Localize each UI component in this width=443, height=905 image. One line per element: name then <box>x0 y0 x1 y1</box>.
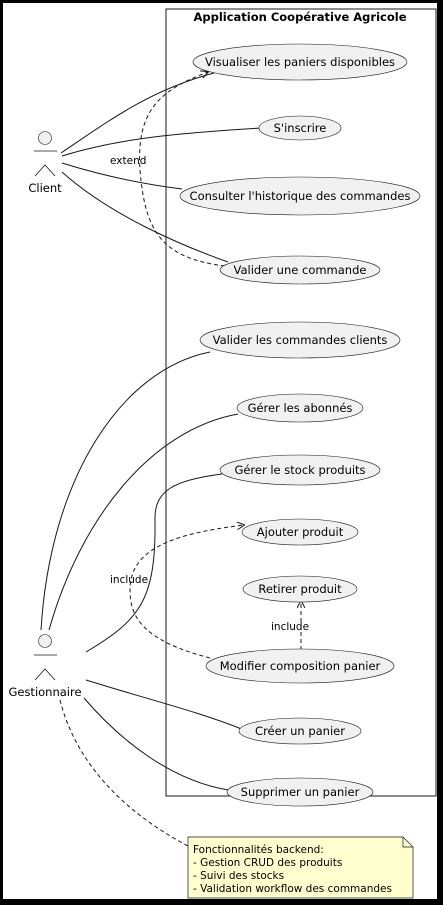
use-case-retirer: Retirer produit <box>242 575 358 603</box>
use-case-abonnes: Gérer les abonnés <box>236 393 364 423</box>
assoc-gest-stock <box>85 473 223 653</box>
assoc-client-valider <box>61 171 229 263</box>
assoc-gest-creer <box>85 679 245 731</box>
use-case-ajouter: Ajouter produit <box>241 518 359 546</box>
use-case-supprimer: Supprimer un panier <box>226 777 374 807</box>
include-ajouter-arrow <box>129 525 244 659</box>
use-case-abonnes-label: Gérer les abonnés <box>248 401 353 415</box>
actor-client-legs <box>34 164 56 177</box>
use-case-inscrire-label: S'inscrire <box>274 121 327 135</box>
use-case-stock-label: Gérer le stock produits <box>234 463 365 477</box>
note-line-3: - Suivi des stocks <box>193 870 284 882</box>
use-case-valider-clients: Valider les commandes clients <box>199 321 401 359</box>
note-body <box>187 836 414 899</box>
note-line-2: - Gestion CRUD des produits <box>193 857 342 869</box>
use-case-modifier: Modifier composition panier <box>205 648 395 684</box>
note-line-1: Fonctionnalités backend: <box>193 844 324 856</box>
include-ajouter-label: include <box>110 574 148 586</box>
assoc-gest-valider-clients <box>40 351 211 631</box>
use-case-valider-clients-label: Valider les commandes clients <box>213 333 388 347</box>
note-line-4: - Validation workflow des commandes <box>193 883 392 895</box>
actor-gestionnaire: Gestionnaire <box>8 634 82 699</box>
include-retirer-label: include <box>271 621 309 633</box>
use-case-visualiser-label: Visualiser les paniers disponibles <box>205 55 395 69</box>
system-title: Application Coopérative Agricole <box>193 10 406 24</box>
note-connector <box>59 699 189 847</box>
assoc-gest-supprimer <box>83 697 229 791</box>
use-case-historique-label: Consulter l'historique des commandes <box>190 189 411 203</box>
actor-client: Client <box>28 131 62 195</box>
assoc-client-visualiser <box>60 72 215 154</box>
use-case-supprimer-label: Supprimer un panier <box>241 785 360 799</box>
use-case-creer-label: Créer un panier <box>255 724 345 738</box>
use-case-visualiser: Visualiser les paniers disponibles <box>192 43 408 81</box>
actor-client-label: Client <box>28 181 62 195</box>
backend-note: Fonctionnalités backend: - Gestion CRUD … <box>187 836 414 899</box>
use-case-historique: Consulter l'historique des commandes <box>179 176 421 216</box>
assoc-gest-abonnes <box>48 413 239 631</box>
use-case-retirer-label: Retirer produit <box>258 582 342 596</box>
use-case-stock: Gérer le stock produits <box>219 454 381 486</box>
extend-arrow <box>139 72 226 267</box>
extend-label: extend <box>110 155 146 167</box>
use-case-valider-commande: Valider une commande <box>219 255 381 285</box>
assoc-client-inscrire <box>61 127 262 157</box>
note-fold-corner <box>402 837 413 848</box>
actor-gestionnaire-label: Gestionnaire <box>8 685 81 699</box>
use-case-creer: Créer un panier <box>238 717 362 745</box>
use-case-valider-commande-label: Valider une commande <box>234 263 367 277</box>
diagram-background <box>3 3 437 899</box>
use-case-modifier-label: Modifier composition panier <box>220 659 381 673</box>
use-case-inscrire: S'inscrire <box>258 115 342 141</box>
actor-gestionnaire-head <box>38 634 52 648</box>
actor-client-head <box>38 131 52 145</box>
actor-gestionnaire-legs <box>34 668 56 681</box>
assoc-client-historique <box>61 162 183 190</box>
use-case-ajouter-label: Ajouter produit <box>257 525 344 539</box>
